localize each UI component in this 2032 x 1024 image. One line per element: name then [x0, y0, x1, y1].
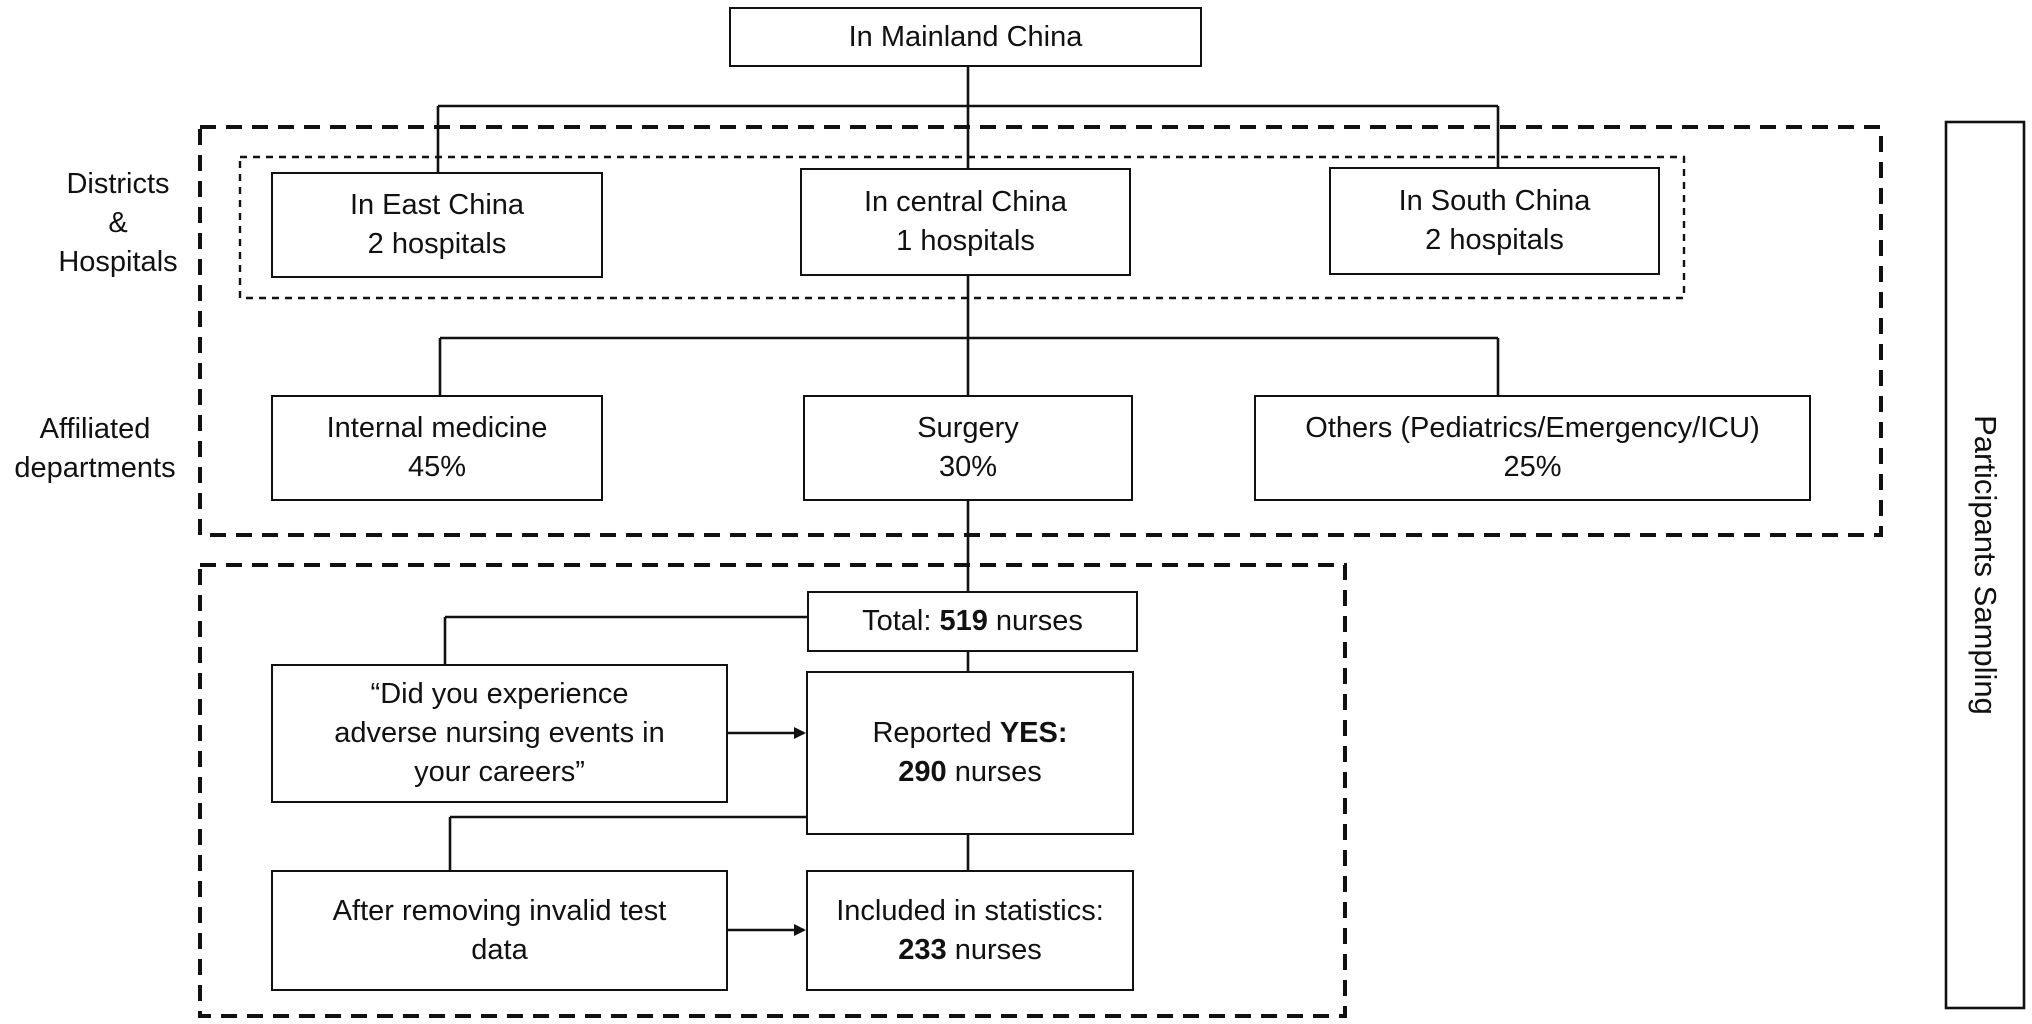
survey-question-line: “Did you experience	[370, 678, 629, 710]
department-box-internal-medicine: Internal medicine 45%	[271, 395, 603, 501]
total-prefix: Total:	[862, 605, 940, 637]
reported-keyword: YES:	[999, 717, 1068, 749]
mainland-china-box: In Mainland China	[729, 7, 1202, 67]
district-name: In East China	[349, 189, 525, 221]
department-name: Internal medicine	[326, 412, 548, 444]
included-count: 233	[898, 933, 947, 966]
district-box-central-china: In central China 1 hospitals	[800, 168, 1131, 276]
mainland-china-label: In Mainland China	[848, 20, 1083, 53]
departments-label-line-2: departments	[14, 452, 176, 484]
reported-yes-box: Reported YES: 290 nurses	[806, 671, 1134, 835]
nurse-counts-group-frame	[198, 563, 1347, 1018]
affiliated-departments-label: Affiliated departments	[0, 410, 190, 488]
districts-label-line-3: Hospitals	[58, 246, 178, 278]
department-box-surgery: Surgery 30%	[803, 395, 1133, 501]
survey-question-box: “Did you experience adverse nursing even…	[271, 664, 728, 803]
reported-prefix: Reported	[872, 717, 1000, 749]
departments-label-line-1: Affiliated	[39, 413, 151, 445]
participants-sampling-frame	[1944, 120, 2026, 1010]
district-hospital-count: 1 hospitals	[896, 225, 1035, 257]
invalid-data-removal-box: After removing invalid test data	[271, 870, 728, 991]
included-line-2: 233 nurses	[898, 931, 1042, 970]
department-share: 25%	[1503, 451, 1562, 483]
reported-line-1: Reported YES:	[872, 714, 1067, 753]
districts-inner-group-frame	[238, 155, 1686, 300]
total-count: 519	[939, 605, 988, 637]
included-in-statistics-box: Included in statistics: 233 nurses	[806, 870, 1134, 991]
districts-hospitals-label: Districts & Hospitals	[38, 165, 198, 282]
survey-question-line: adverse nursing events in	[334, 717, 665, 749]
removal-line: data	[471, 933, 528, 966]
department-name: Others (Pediatrics/Emergency/ICU)	[1305, 412, 1760, 444]
department-box-others: Others (Pediatrics/Emergency/ICU) 25%	[1254, 395, 1811, 501]
reported-line-2: 290 nurses	[898, 753, 1042, 792]
district-name: In South China	[1398, 185, 1591, 217]
department-share: 45%	[407, 451, 467, 483]
total-nurses-text: Total: 519 nurses	[862, 602, 1083, 641]
districts-label-line-1: Districts	[66, 168, 170, 200]
district-box-east-china: In East China 2 hospitals	[271, 172, 603, 278]
participants-sampling-label: Participants Sampling	[1968, 415, 2004, 715]
total-suffix: nurses	[987, 605, 1083, 637]
included-suffix: nurses	[946, 933, 1042, 966]
district-hospital-count: 2 hospitals	[367, 228, 507, 260]
included-label: Included in statistics:	[836, 894, 1104, 927]
participants-sampling-panel: Participants Sampling	[1946, 122, 2024, 1008]
removal-line: After removing invalid test	[332, 894, 667, 927]
total-nurses-box: Total: 519 nurses	[807, 591, 1138, 652]
districts-label-line-2: &	[108, 207, 128, 239]
survey-question-line: your careers”	[414, 756, 585, 788]
district-hospital-count: 2 hospitals	[1425, 224, 1564, 256]
department-share: 30%	[938, 451, 998, 483]
reported-suffix: nurses	[946, 756, 1042, 788]
district-name: In central China	[863, 186, 1068, 218]
department-name: Surgery	[917, 412, 1019, 444]
reported-count: 290	[898, 756, 947, 788]
district-box-south-china: In South China 2 hospitals	[1329, 167, 1660, 275]
districts-departments-group-frame	[198, 125, 1883, 537]
